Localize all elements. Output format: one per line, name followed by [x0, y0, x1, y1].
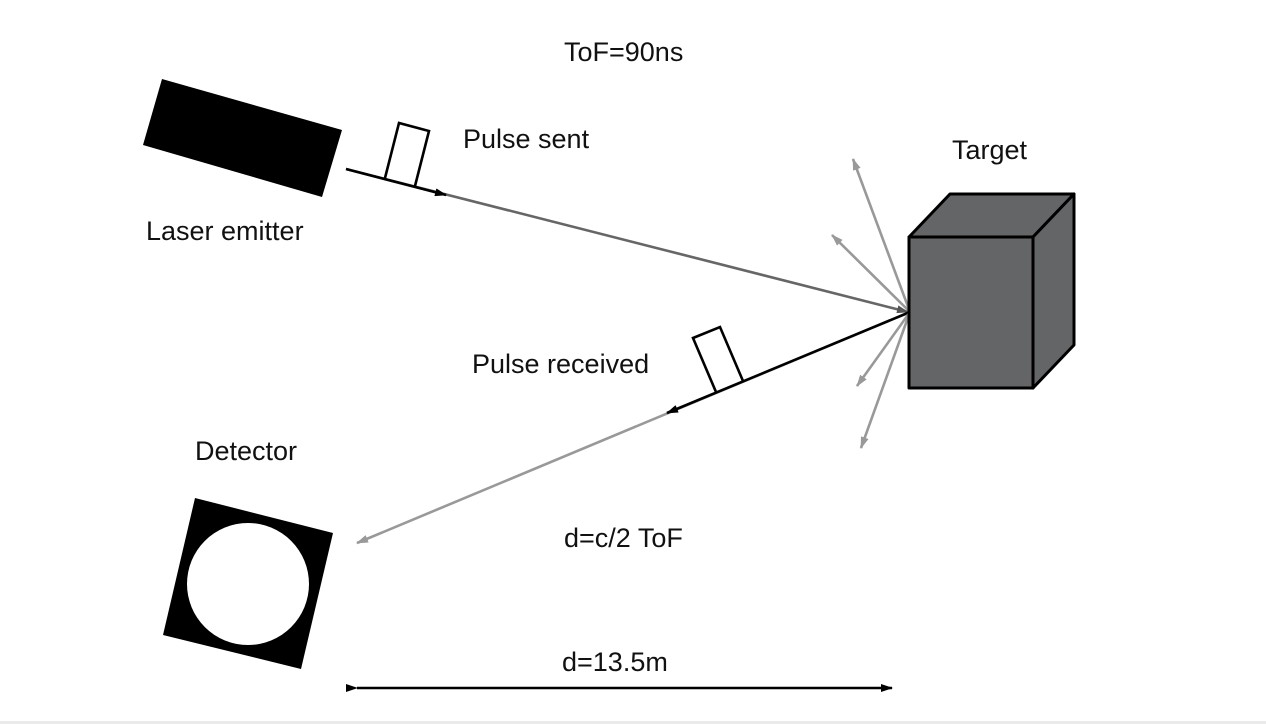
target-cube-icon [907, 192, 1076, 390]
detector-icon [163, 498, 333, 669]
scatter-arrow [831, 234, 911, 313]
pulse-received-label: Pulse received [472, 349, 650, 379]
pulse-sent-icon [383, 121, 431, 187]
formula-label: d=c/2 ToF [564, 523, 683, 553]
pulse-received-icon [691, 325, 745, 393]
distance-label: d=13.5m [562, 647, 668, 677]
bottom-divider [0, 721, 1266, 724]
scatter-arrow [855, 311, 912, 387]
laser-emitter-label: Laser emitter [146, 216, 304, 246]
scatter-arrow [851, 158, 912, 313]
pulse-sent-label: Pulse sent [463, 124, 590, 154]
target-label: Target [952, 135, 1028, 165]
detector-label: Detector [195, 436, 298, 466]
laser-emitter-icon [143, 79, 342, 197]
scatter-arrows [831, 158, 912, 449]
scatter-arrow [859, 311, 912, 449]
tof-label: ToF=90ns [564, 37, 684, 67]
return-beam-start [666, 310, 911, 415]
outgoing-beam-start [345, 167, 447, 197]
